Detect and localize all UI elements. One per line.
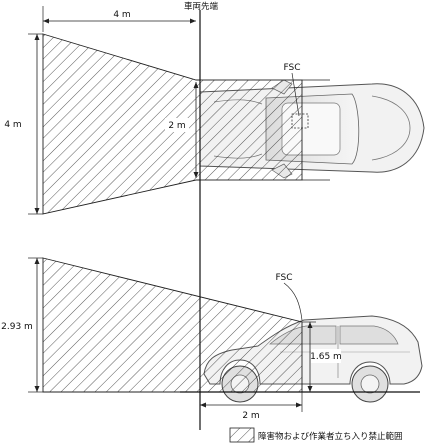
top-sensor-leader: [291, 72, 300, 117]
top-height-label: 4 m: [4, 120, 21, 130]
top-sensor-label: FSC: [283, 63, 300, 73]
top-restricted-near-zone: [199, 79, 303, 181]
side-vehicle-height-label: 1.65 m: [310, 352, 342, 362]
side-restricted-area: [42, 257, 303, 393]
side-view: 2.93 m 1.65 m 2 m FSC: [0, 257, 423, 421]
side-height-label: 2.93 m: [1, 322, 33, 332]
side-bottom-width-label: 2 m: [242, 411, 259, 421]
vehicle-front-end-label: 車両先端: [184, 1, 219, 12]
side-sensor-leader: [283, 282, 303, 321]
legend-label: 障害物および作業者立ち入り禁止範囲: [258, 431, 403, 442]
side-sensor-label: FSC: [275, 273, 292, 283]
top-view: 4 m 4 m 2 m FSC: [2, 6, 425, 215]
legend: 障害物および作業者立ち入り禁止範囲: [229, 427, 403, 443]
top-width-label: 4 m: [113, 10, 130, 20]
top-inner-width-label: 2 m: [168, 121, 185, 131]
hatched-square-icon: [229, 427, 255, 443]
